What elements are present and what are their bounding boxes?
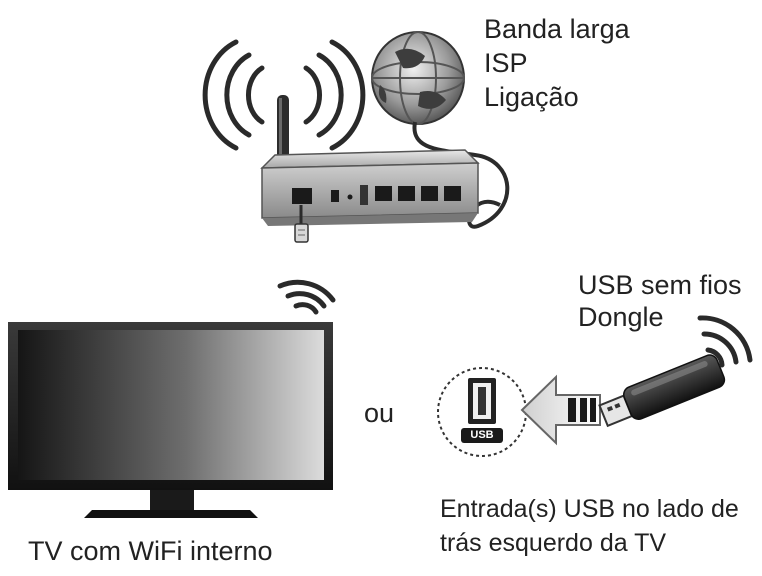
usb-input-label-line1: Entrada(s) USB no lado de — [440, 495, 739, 523]
broadband-label-line3: Ligação — [484, 82, 579, 112]
dongle-wifi-waves-icon — [697, 315, 753, 368]
tv-caption: TV com WiFi interno — [28, 536, 273, 566]
router-power-plug — [294, 205, 309, 243]
broadband-label-line2: ISP — [484, 48, 528, 78]
broadband-label-line1: Banda larga — [484, 14, 630, 44]
router — [260, 149, 480, 226]
arrow-left-icon — [520, 374, 601, 446]
or-label: ou — [364, 398, 395, 428]
dongle-label-line2: Dongle — [578, 302, 664, 332]
usb-dongle-icon — [598, 354, 726, 428]
usb-port-label: USB — [470, 429, 494, 441]
tv — [8, 322, 333, 518]
dongle-label-line1: USB sem fios — [578, 270, 742, 300]
wifi-waves-icon — [202, 39, 366, 151]
router-ports — [292, 185, 461, 205]
tv-wifi-waves-icon — [277, 279, 336, 315]
usb-port-icon — [437, 367, 527, 457]
globe-icon — [371, 31, 465, 125]
usb-input-label-line2: trás esquerdo da TV — [440, 529, 667, 557]
